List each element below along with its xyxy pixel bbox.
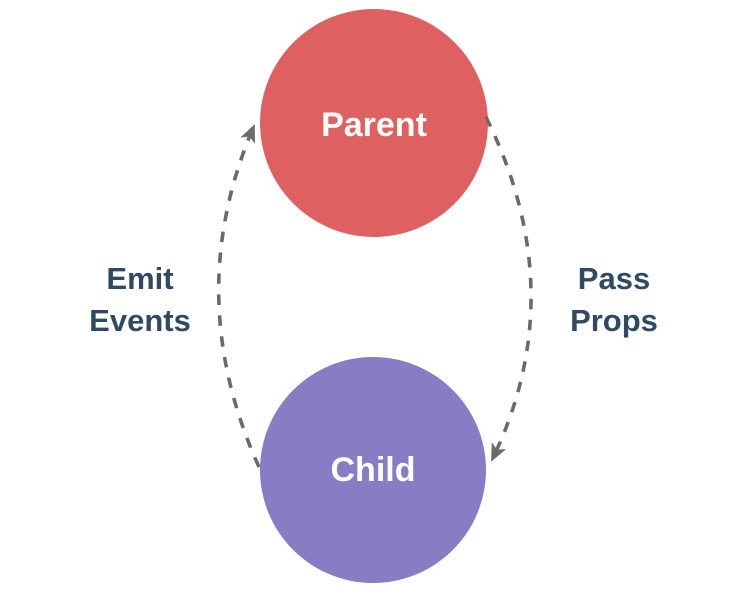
pass-props-label-line2: Props <box>570 303 658 338</box>
pass-props-label-line1: Pass <box>578 261 650 296</box>
pass-props-arrow <box>484 116 533 462</box>
parent-node-label: Parent <box>321 106 427 144</box>
parent-node <box>260 9 488 237</box>
child-node-label: Child <box>331 451 416 489</box>
emit-events-arrow <box>216 124 261 468</box>
emit-events-label-line1: Emit <box>106 261 173 296</box>
emit-events-label-line2: Events <box>89 303 191 338</box>
child-node <box>260 357 486 583</box>
